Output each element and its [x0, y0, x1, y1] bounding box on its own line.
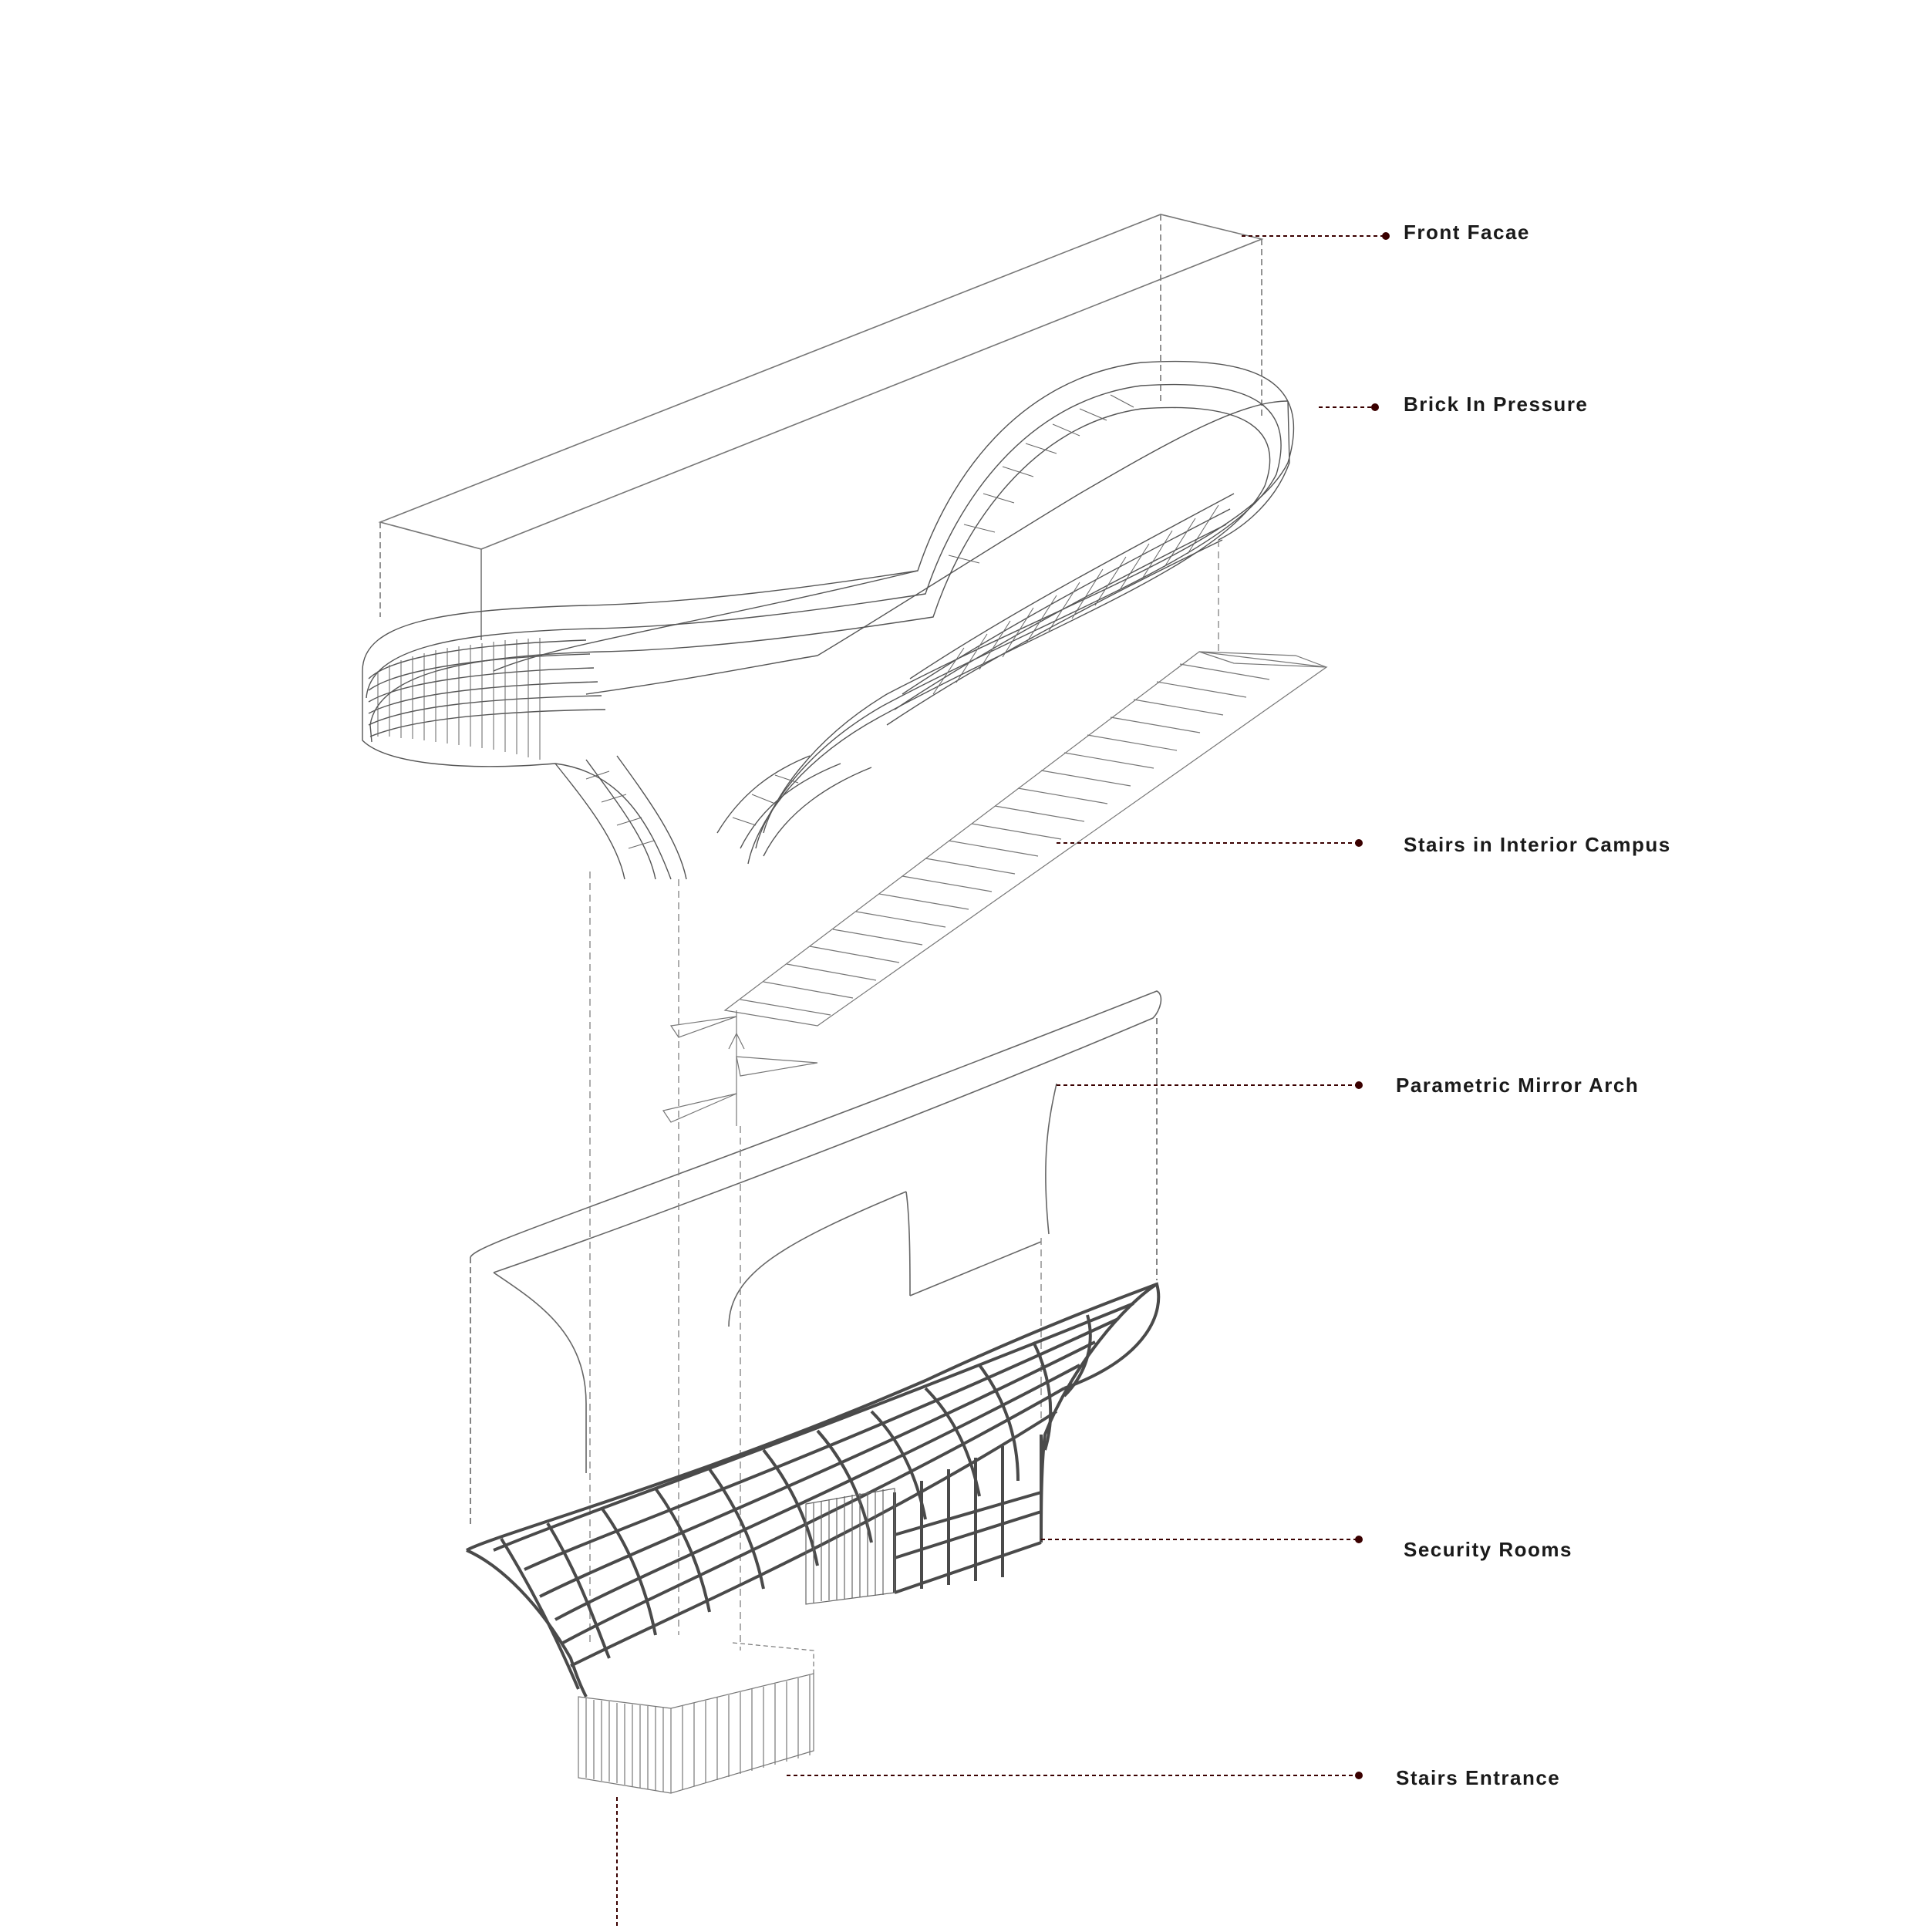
leader-dot	[1355, 1081, 1363, 1089]
leader-lines	[787, 235, 1384, 1776]
projection-lines	[589, 540, 1219, 1650]
label-brick-in-pressure: Brick In Pressure	[1404, 393, 1589, 416]
leader-dot	[1371, 403, 1379, 411]
leader-dot	[1355, 839, 1363, 847]
interior-stairs	[723, 651, 1328, 1027]
leader-dot	[1355, 1536, 1363, 1543]
label-stairs-interior: Stairs in Interior Campus	[1404, 833, 1671, 856]
label-security-rooms: Security Rooms	[1404, 1538, 1572, 1561]
label-front-facade: Front Facae	[1404, 221, 1530, 244]
stairs-entrance-block	[578, 1642, 814, 1794]
spiral-stair	[662, 1010, 818, 1126]
leader-dot	[1382, 232, 1390, 240]
security-rooms-shell	[466, 1282, 1161, 1698]
label-stairs-entrance: Stairs Entrance	[1396, 1766, 1561, 1789]
brick-in-pressure-ring	[362, 360, 1295, 880]
brick-hatching	[377, 394, 1219, 849]
label-mirror-arch: Parametric Mirror Arch	[1396, 1074, 1640, 1097]
parametric-mirror-arch	[470, 990, 1162, 1527]
leader-dot	[1355, 1772, 1363, 1779]
security-room-block	[805, 1488, 895, 1605]
leader-dots	[1355, 232, 1390, 1779]
front-facade-box	[378, 214, 1264, 640]
